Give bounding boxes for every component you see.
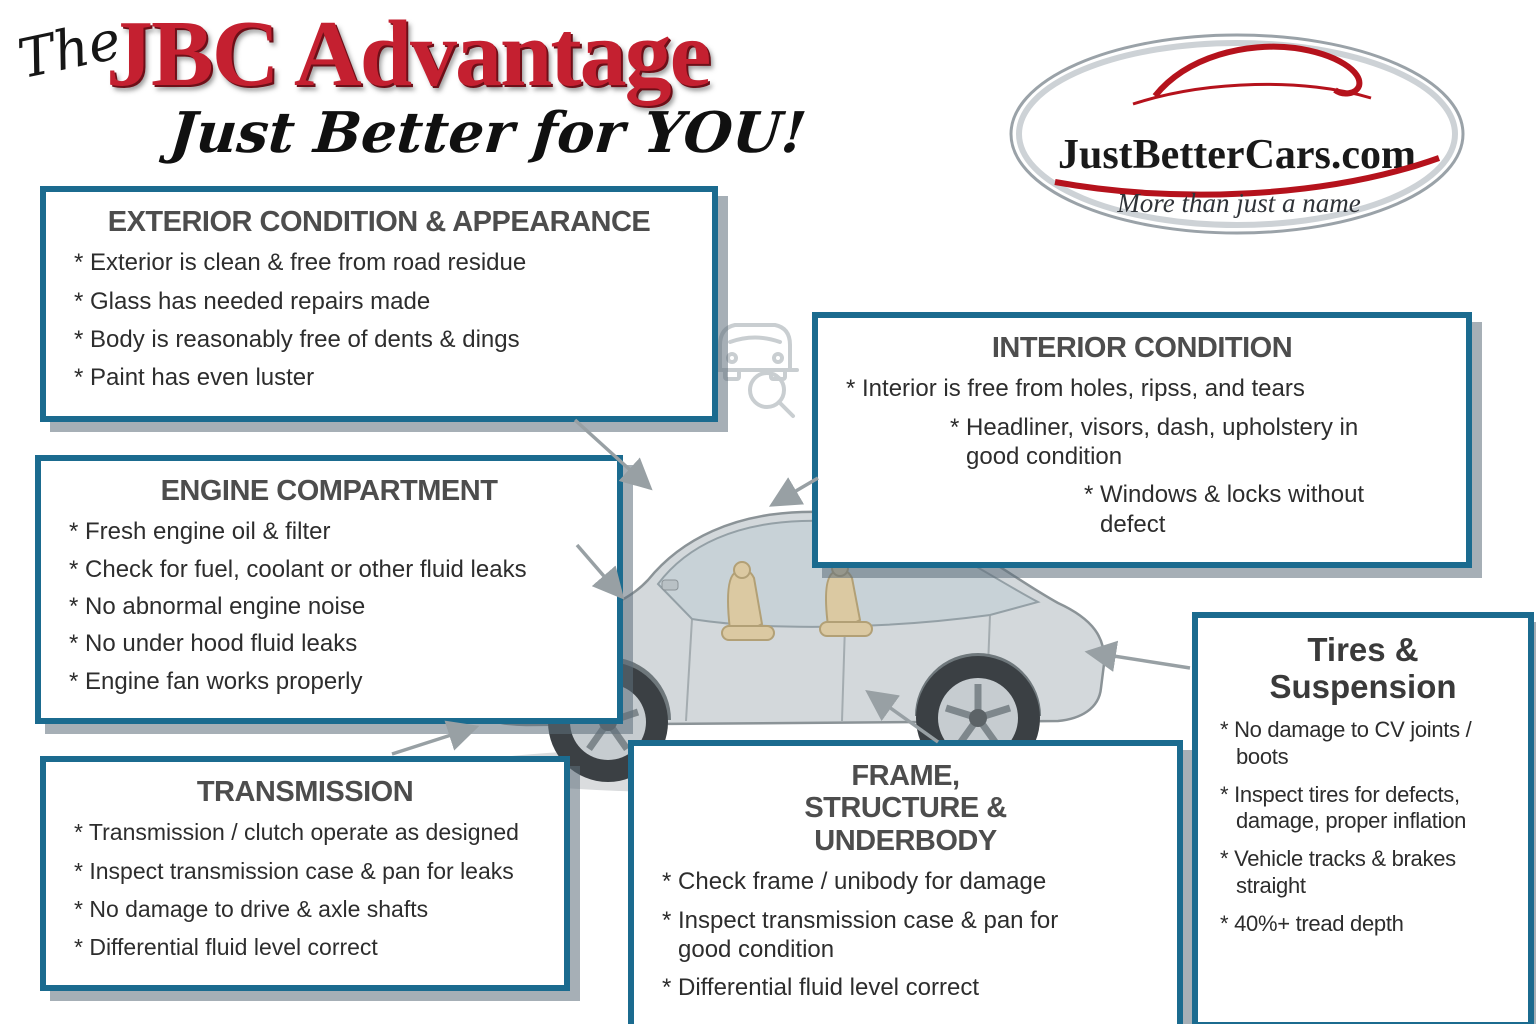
logo-text: JustBetterCars.com <box>1058 132 1416 178</box>
transmission-box-title: TRANSMISSION <box>196 776 414 808</box>
callout-engine-compartment: ENGINE COMPARTMENT * Fresh engine oil & … <box>35 455 623 724</box>
frame-checklist: * Check frame / unibody for damage * Ins… <box>652 867 1159 1002</box>
logo-tagline: More than just a name <box>1116 188 1360 218</box>
checklist-item: * Interior is free from holes, ripss, an… <box>846 375 1305 403</box>
checklist-item: * Engine fan works properly <box>69 667 363 695</box>
checklist-item: * No damage to drive & axle shafts <box>74 895 429 922</box>
callout-exterior-condition: EXTERIOR CONDITION & APPEARANCE * Exteri… <box>40 186 718 422</box>
car-seats <box>721 559 873 641</box>
page-title: JBC Advantage <box>106 2 711 106</box>
checklist-item: * Inspect tires for defects, damage, pro… <box>1220 781 1467 834</box>
checklist-item: * Windows & locks without defect <box>1084 481 1365 538</box>
callout-interior-condition: INTERIOR CONDITION * Interior is free fr… <box>812 312 1472 568</box>
checklist-item: * Inspect transmission case & pan for le… <box>74 857 514 884</box>
checklist-item: * Differential fluid level correct <box>74 933 378 960</box>
callout-frame-structure-underbody: FRAME, STRUCTURE & UNDERBODY * Check fra… <box>628 740 1183 1024</box>
logo-oval-inner <box>1016 40 1458 228</box>
checklist-item: * Headliner, visors, dash, upholstery in… <box>950 413 1359 470</box>
checklist-item: * Check frame / unibody for damage <box>662 868 1047 896</box>
interior-checklist: * Interior is free from holes, ripss, an… <box>836 374 1448 538</box>
checklist-item: * Fresh engine oil & filter <box>69 518 331 546</box>
checklist-item: * Paint has even luster <box>74 364 315 392</box>
tires-checklist: * No damage to CV joints / boots * Inspe… <box>1210 717 1516 938</box>
checklist-item: * Transmission / clutch operate as desig… <box>74 819 519 846</box>
checklist-item: * 40%+ tread depth <box>1220 910 1404 936</box>
checklist-item: * Differential fluid level correct <box>662 974 980 1002</box>
transmission-checklist: * Transmission / clutch operate as desig… <box>64 818 546 960</box>
company-logo: JustBetterCars.com More than just a name <box>1009 33 1465 235</box>
callout-tires-suspension: Tires & Suspension * No damage to CV joi… <box>1192 612 1534 1024</box>
logo-underline-swoosh <box>1054 155 1441 198</box>
engine-checklist: * Fresh engine oil & filter * Check for … <box>59 517 599 695</box>
interior-box-title: INTERIOR CONDITION <box>991 332 1293 364</box>
exterior-box-title: EXTERIOR CONDITION & APPEARANCE <box>107 206 651 238</box>
checklist-item: * Exterior is clean & free from road res… <box>74 249 527 277</box>
checklist-item: * No abnormal engine noise <box>69 593 366 620</box>
car-swoosh-icon <box>1132 43 1372 106</box>
checklist-item: * Inspect transmission case & pan for go… <box>662 906 1059 963</box>
callout-transmission: TRANSMISSION * Transmission / clutch ope… <box>40 756 570 991</box>
frame-box-title: FRAME, STRUCTURE & UNDERBODY <box>804 760 1007 857</box>
exterior-checklist: * Exterior is clean & free from road res… <box>64 248 694 392</box>
engine-box-title: ENGINE COMPARTMENT <box>160 475 498 507</box>
checklist-item: * No under hood fluid leaks <box>69 630 358 658</box>
tires-box-title: Tires & Suspension <box>1269 631 1457 705</box>
checklist-item: * Body is reasonably free of dents & din… <box>74 326 520 353</box>
checklist-item: * No damage to CV joints / boots <box>1220 716 1472 769</box>
checklist-item: * Glass has needed repairs made <box>74 287 431 315</box>
page-subtitle: Just Better for YOU! <box>167 100 809 166</box>
checklist-item: * Vehicle tracks & brakes straight <box>1220 846 1456 899</box>
car-with-magnifier-icon <box>711 323 799 418</box>
checklist-item: * Check for fuel, coolant or other fluid… <box>69 555 527 583</box>
